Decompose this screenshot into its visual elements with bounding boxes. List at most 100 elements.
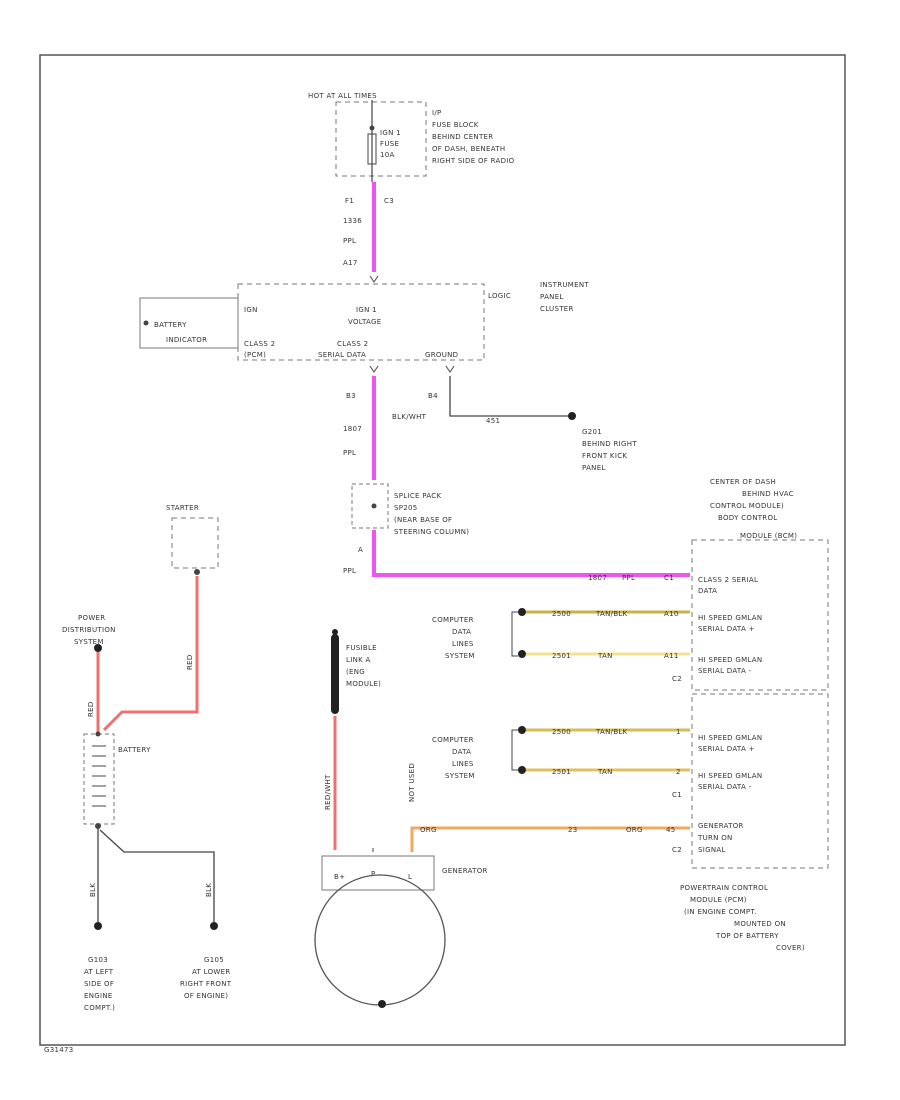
- fuse-rating: 10A: [380, 151, 395, 159]
- ground-wire-color: BLK/WHT: [392, 413, 427, 421]
- fuse-block: HOT AT ALL TIMES IGN 1 FUSE 10A I/P FUSE…: [308, 92, 515, 182]
- data-top-connector: C2: [672, 675, 682, 683]
- power-dist-terminal-icon: [94, 644, 102, 652]
- data-top-label2-1: SERIAL DATA -: [698, 667, 752, 675]
- wire2-circuit: 1807: [343, 425, 362, 433]
- data-top-node1-icon: [518, 608, 526, 616]
- cluster-name-2: CLUSTER: [540, 305, 574, 313]
- data-bot-label1-1: SERIAL DATA +: [698, 745, 755, 753]
- power-dist-name-2: SYSTEM: [74, 638, 104, 646]
- splice-node-icon: [371, 503, 377, 509]
- ground-g201-name: G201: [582, 428, 602, 436]
- fuse-name: IGN 1: [380, 129, 401, 137]
- cluster-class2-serial-0: CLASS 2: [337, 340, 368, 348]
- fusible-link-name-2: (ENG: [346, 668, 365, 676]
- data-bot-wire1-circuit: 2500: [552, 728, 571, 736]
- fuse-location-4: RIGHT SIDE OF RADIO: [432, 157, 515, 165]
- ground-g103-loc-1: SIDE OF: [84, 980, 114, 988]
- generator: NOT USED B+ P L GENERATOR: [314, 763, 488, 1008]
- generator-terminal-box: [321, 855, 435, 891]
- splice-pack-box: [351, 483, 389, 529]
- cluster-class2-left-0: CLASS 2: [244, 340, 275, 348]
- fusible-link: RED/WHT FUSIBLE LINK A (ENG MODULE): [324, 629, 381, 850]
- gen-wire-color-top: ORG: [420, 826, 437, 834]
- wire1-pin-top: F1: [345, 197, 354, 205]
- splice-id: SP205: [394, 504, 418, 512]
- cluster-class2-left-1: (PCM): [244, 351, 266, 359]
- data-top-system-0: COMPUTER: [432, 616, 474, 624]
- battery-indicator-1: INDICATOR: [166, 336, 207, 344]
- data-top-wire2-pin: A11: [664, 652, 679, 660]
- data-top-system-1: DATA: [452, 628, 471, 636]
- class2-wire-color: PPL: [622, 574, 635, 582]
- fuse-location-0: I/P: [432, 109, 442, 117]
- data-top-wire1-color: TAN/BLK: [595, 610, 628, 618]
- ground-g103-name: G103: [88, 956, 108, 964]
- cluster-ign-voltage-0: IGN 1: [356, 306, 377, 314]
- battery-indicator-box: [139, 297, 239, 349]
- starter-wire-color: RED: [186, 654, 194, 670]
- power-dist-name-0: POWER: [78, 614, 105, 622]
- data-bot-node1-icon: [518, 726, 526, 734]
- cluster-name-0: INSTRUMENT: [540, 281, 589, 289]
- splice-name: SPLICE PACK: [394, 492, 441, 500]
- ground-g105-loc-1: RIGHT FRONT: [180, 980, 232, 988]
- wire1-connector: C3: [384, 197, 394, 205]
- bcm-class2-label-1: DATA: [698, 587, 717, 595]
- ground-left-wire1: BLK: [89, 883, 97, 897]
- data-top-node2-icon: [518, 650, 526, 658]
- power-distribution: POWER DISTRIBUTION SYSTEM RED: [62, 614, 115, 732]
- gen-signal-label-1: TURN ON: [697, 834, 733, 842]
- fusible-link-name-3: MODULE): [346, 680, 381, 688]
- fuse-location-1: FUSE BLOCK: [432, 121, 479, 129]
- fuse-location-2: BEHIND CENTER: [432, 133, 493, 141]
- pcm-name-1: MODULE (PCM): [690, 896, 747, 904]
- ground-g105-name: G105: [204, 956, 224, 964]
- generator-name: GENERATOR: [442, 867, 488, 875]
- data-top-system-2: LINES: [452, 640, 474, 648]
- fusible-link-icon: [331, 634, 339, 714]
- ground-g201-location-2: PANEL: [582, 464, 606, 472]
- data-bot-system-3: SYSTEM: [445, 772, 475, 780]
- starter-name: STARTER: [166, 504, 199, 512]
- data-top-system-3: SYSTEM: [445, 652, 475, 660]
- data-bot-system-0: COMPUTER: [432, 736, 474, 744]
- bcm-name2: MODULE (BCM): [740, 532, 797, 540]
- pcm-name-5: COVER): [776, 944, 805, 952]
- class2-wire-pin: C1: [664, 574, 674, 582]
- fuse-block-box: [335, 101, 427, 177]
- wire1-circuit: 1336: [343, 217, 362, 225]
- ground-g201-location-0: BEHIND RIGHT: [582, 440, 637, 448]
- cluster-ign-label: IGN: [244, 306, 258, 314]
- cluster-ign-voltage-1: VOLTAGE: [348, 318, 381, 326]
- fusible-link-name-0: FUSIBLE: [346, 644, 377, 652]
- battery-neg-terminal-icon: [95, 823, 101, 829]
- data-bot-wire1-pin: 1: [676, 728, 681, 736]
- fuse-icon: [367, 133, 377, 165]
- data-bot-wire2-pin: 2: [676, 768, 681, 776]
- splice-location-0: (NEAR BASE OF: [394, 516, 452, 524]
- gen-wire-circuit: 23: [568, 826, 578, 834]
- starter-box: [171, 517, 219, 569]
- splice-color: PPL: [343, 567, 356, 575]
- cluster-logic-label: LOGIC: [488, 292, 511, 300]
- data-bot-wire2-circuit: 2501: [552, 768, 571, 776]
- ground-wire-pin: B4: [428, 392, 438, 400]
- data-bot-label1-0: HI SPEED GMLAN: [698, 734, 762, 742]
- generator-signal-wire: ORG 23 ORG 45 GENERATOR TURN ON SIGNAL C…: [410, 822, 743, 854]
- bcm-location-2: CONTROL MODULE): [710, 502, 784, 510]
- fuse-location-3: OF DASH, BENEATH: [432, 145, 505, 153]
- cluster-name-1: PANEL: [540, 293, 564, 301]
- power-dist-wire-color: RED: [87, 701, 95, 717]
- fuse-word: FUSE: [380, 140, 399, 148]
- generator-ground-icon: [378, 1000, 386, 1008]
- data-bot-label2-0: HI SPEED GMLAN: [698, 772, 762, 780]
- gen-wire-color: ORG: [626, 826, 643, 834]
- data-bot-node2-icon: [518, 766, 526, 774]
- pcm-box: [691, 693, 829, 869]
- starter: STARTER RED: [102, 504, 219, 732]
- wire1-color: PPL: [343, 237, 356, 245]
- starter-terminal-icon: [194, 569, 200, 575]
- bcm-class2-label-0: CLASS 2 SERIAL: [698, 576, 758, 584]
- wire-cluster-to-splice: B3 1807 PPL: [343, 365, 379, 480]
